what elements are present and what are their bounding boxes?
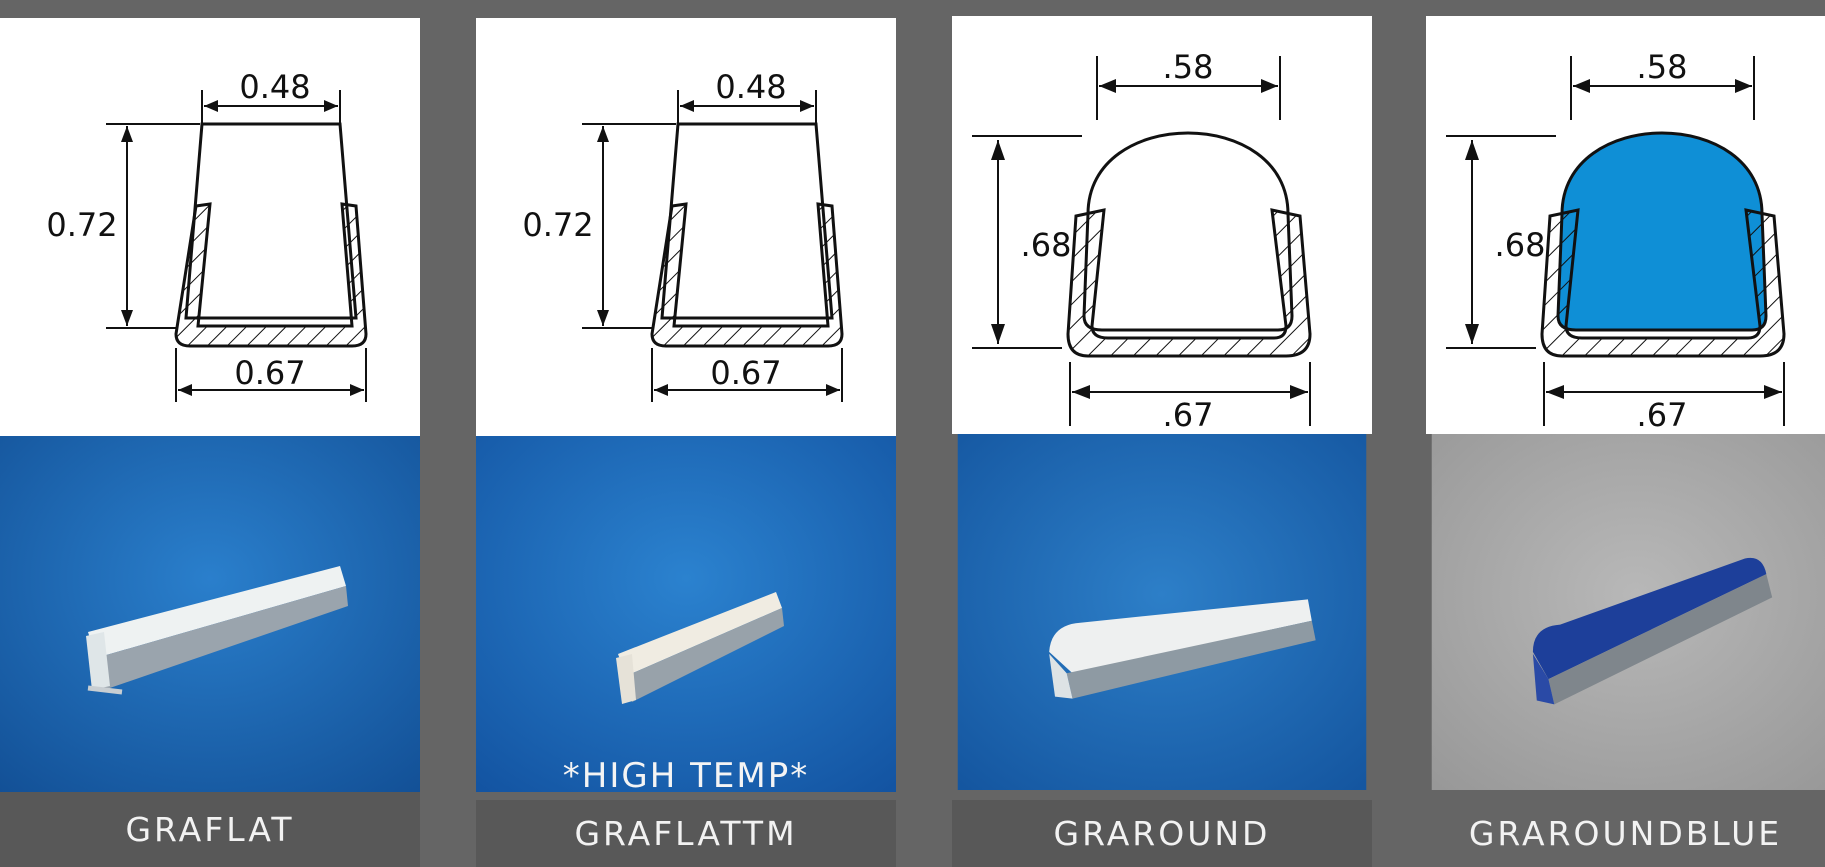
high-temp-note: *HIGH TEMP*	[562, 756, 810, 796]
product-photo	[1426, 434, 1825, 800]
product-photo	[476, 436, 896, 792]
profile-drawing: 0.48 0.72 0.67	[476, 18, 896, 436]
product-card-garound[interactable]: .58 .68 .67	[952, 0, 1372, 867]
dim-height: .68	[1495, 226, 1546, 264]
profile-drawing: 0.48 0.72 0.67	[0, 18, 420, 436]
dim-bottom: 0.67	[234, 354, 305, 392]
profile-drawing: .58 .68 .67	[1426, 16, 1825, 434]
product-label-bar: GRAFLATTM	[476, 800, 896, 867]
dim-bottom: .67	[1163, 396, 1214, 434]
product-label-bar: GRAROUNDBLUE	[1426, 800, 1825, 867]
profile-drawing: .58 .68 .67	[952, 16, 1372, 434]
product-photo	[0, 436, 420, 792]
product-card-graflattm[interactable]: 0.48 0.72 0.67	[476, 0, 896, 867]
dim-top: 0.48	[239, 68, 310, 106]
strip-photo	[0, 436, 420, 792]
product-photo	[952, 434, 1372, 800]
dim-bottom: .67	[1637, 396, 1688, 434]
dim-top: .58	[1637, 48, 1688, 86]
dim-height: .68	[1021, 226, 1072, 264]
product-name: GRAFLATTM	[574, 814, 798, 853]
dim-top: .58	[1163, 48, 1214, 86]
round-profile-diagram: .58 .68 .67	[1446, 48, 1786, 434]
dim-top: 0.48	[715, 68, 786, 106]
strip-photo	[476, 436, 896, 792]
dim-bottom: 0.67	[710, 354, 781, 392]
round-profile-diagram: .58 .68 .67	[972, 48, 1312, 434]
product-label-bar: GRAROUND	[952, 800, 1372, 867]
flat-profile-diagram: 0.48 0.72 0.67	[46, 68, 368, 402]
product-name: GRAROUNDBLUE	[1468, 814, 1783, 853]
dim-height: 0.72	[46, 206, 117, 244]
dim-height: 0.72	[522, 206, 593, 244]
product-card-graflat[interactable]: 0.48 0.72 0.67	[0, 0, 420, 867]
product-label-bar: GRAFLAT	[0, 792, 420, 867]
product-card-garoundblue[interactable]: .58 .68 .67	[1426, 0, 1825, 867]
product-name: GRAFLAT	[125, 810, 295, 849]
strip-photo	[1431, 434, 1825, 790]
product-name: GRAROUND	[1053, 814, 1271, 853]
flat-profile-diagram: 0.48 0.72 0.67	[522, 68, 844, 402]
strip-photo	[957, 434, 1367, 790]
